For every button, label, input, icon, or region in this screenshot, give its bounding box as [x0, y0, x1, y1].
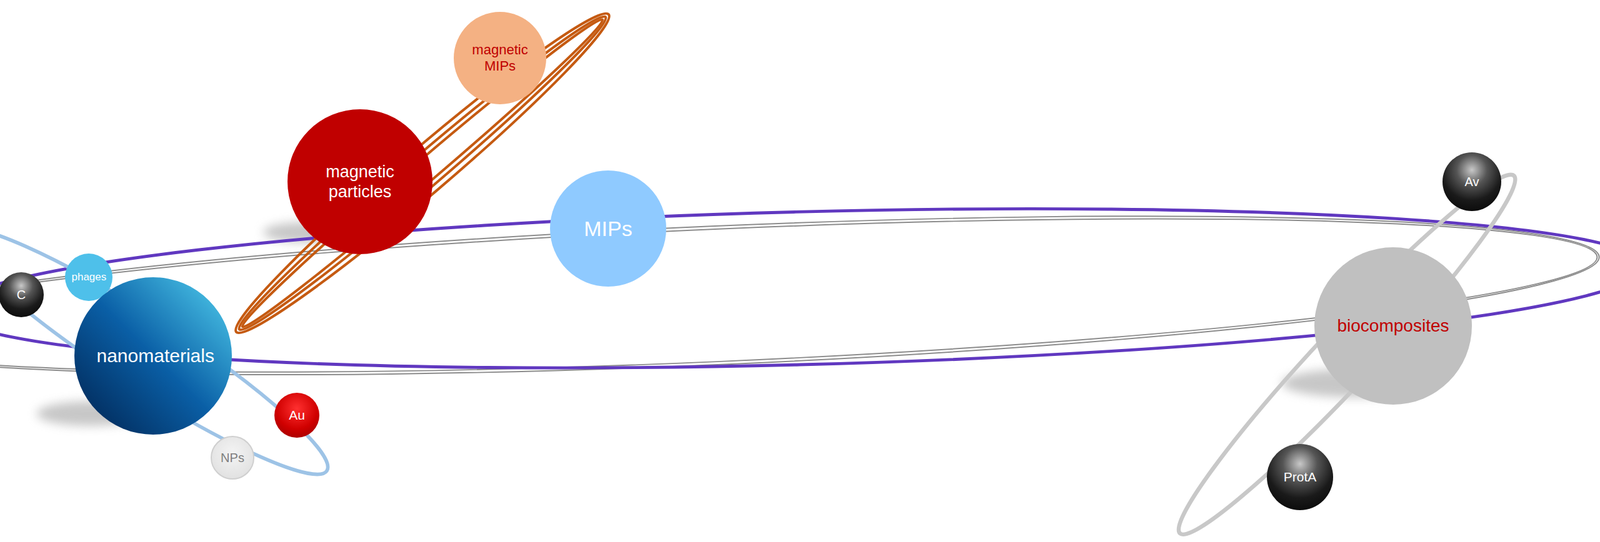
planet-label: magnetic MIPs [466, 41, 534, 75]
planet-label: magnetic particles [308, 161, 413, 203]
planet-label: biocomposites [1337, 315, 1450, 337]
planet-circle: magnetic particles [287, 109, 433, 255]
planet-circle: MIPs [550, 170, 667, 287]
grey-small-orbit [1158, 156, 1535, 542]
planet-label: C [16, 287, 26, 303]
planet-label: NPs [220, 450, 245, 466]
planet-circle: nanomaterials [74, 277, 232, 435]
planet-circle: ProtA [1266, 444, 1334, 511]
blue-orbit [0, 203, 346, 500]
planet-label: MIPs [583, 216, 632, 242]
planet-label: Av [1465, 174, 1480, 190]
planet-circle: NPs [210, 436, 255, 480]
planet-circle: magnetic MIPs [453, 11, 547, 105]
orange-orbit [221, 0, 624, 350]
planet-shadows [36, 222, 1429, 427]
planet-circle: Au [274, 393, 320, 439]
planet-label: ProtA [1283, 469, 1317, 485]
planet-circle: Av [1442, 152, 1502, 212]
planet-label: nanomaterials [96, 345, 210, 368]
planet-label: phages [71, 271, 107, 284]
planet-label: Au [288, 407, 305, 424]
planet-circle: C [0, 272, 44, 318]
planet-circle: biocomposites [1314, 247, 1472, 405]
